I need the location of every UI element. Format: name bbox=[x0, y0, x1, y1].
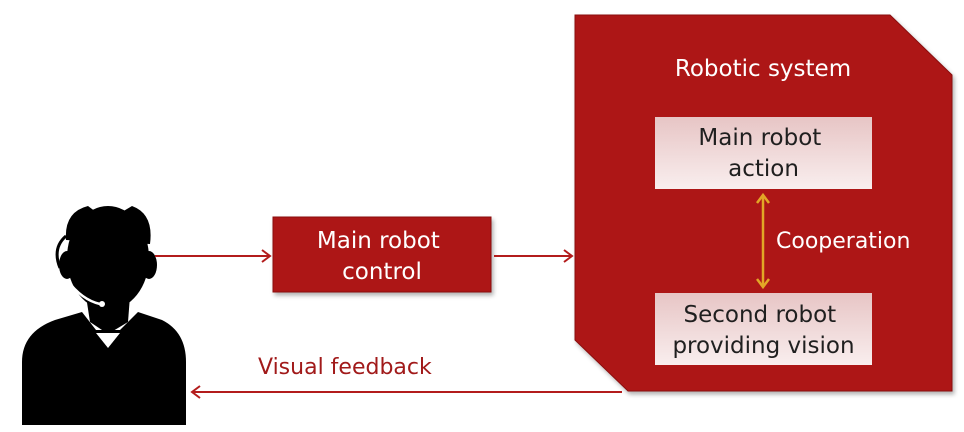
main-robot-control-label-line2: control bbox=[342, 259, 422, 285]
second-robot-label-line1: Second robot bbox=[684, 302, 837, 328]
svg-text:Main robot control: Main robot control bbox=[317, 228, 447, 285]
main-robot-action-label-line2: action bbox=[728, 156, 799, 182]
visual-feedback-arrow bbox=[190, 385, 622, 399]
visual-feedback-label: Visual feedback bbox=[258, 355, 432, 380]
second-robot-vision-box: Second robot providing vision bbox=[655, 293, 872, 365]
control-to-system-arrow bbox=[494, 249, 574, 263]
operator-to-control-arrow bbox=[155, 249, 272, 263]
main-robot-control-label-line1: Main robot bbox=[317, 228, 440, 254]
main-robot-action-box: Main robot action bbox=[655, 117, 872, 189]
main-robot-action-label-line1: Main robot bbox=[698, 125, 821, 151]
second-robot-label-line2: providing vision bbox=[672, 333, 854, 359]
robotic-system-title: Robotic system bbox=[675, 56, 851, 82]
cooperation-double-arrow bbox=[756, 192, 770, 290]
svg-text:Main robot action: Main robot action bbox=[698, 125, 828, 182]
svg-text:Second robot providing v: Second robot providing vision bbox=[672, 302, 854, 359]
cooperation-label: Cooperation bbox=[776, 229, 910, 254]
main-robot-control-box: Main robot control bbox=[272, 216, 492, 293]
operator-icon bbox=[22, 206, 186, 425]
